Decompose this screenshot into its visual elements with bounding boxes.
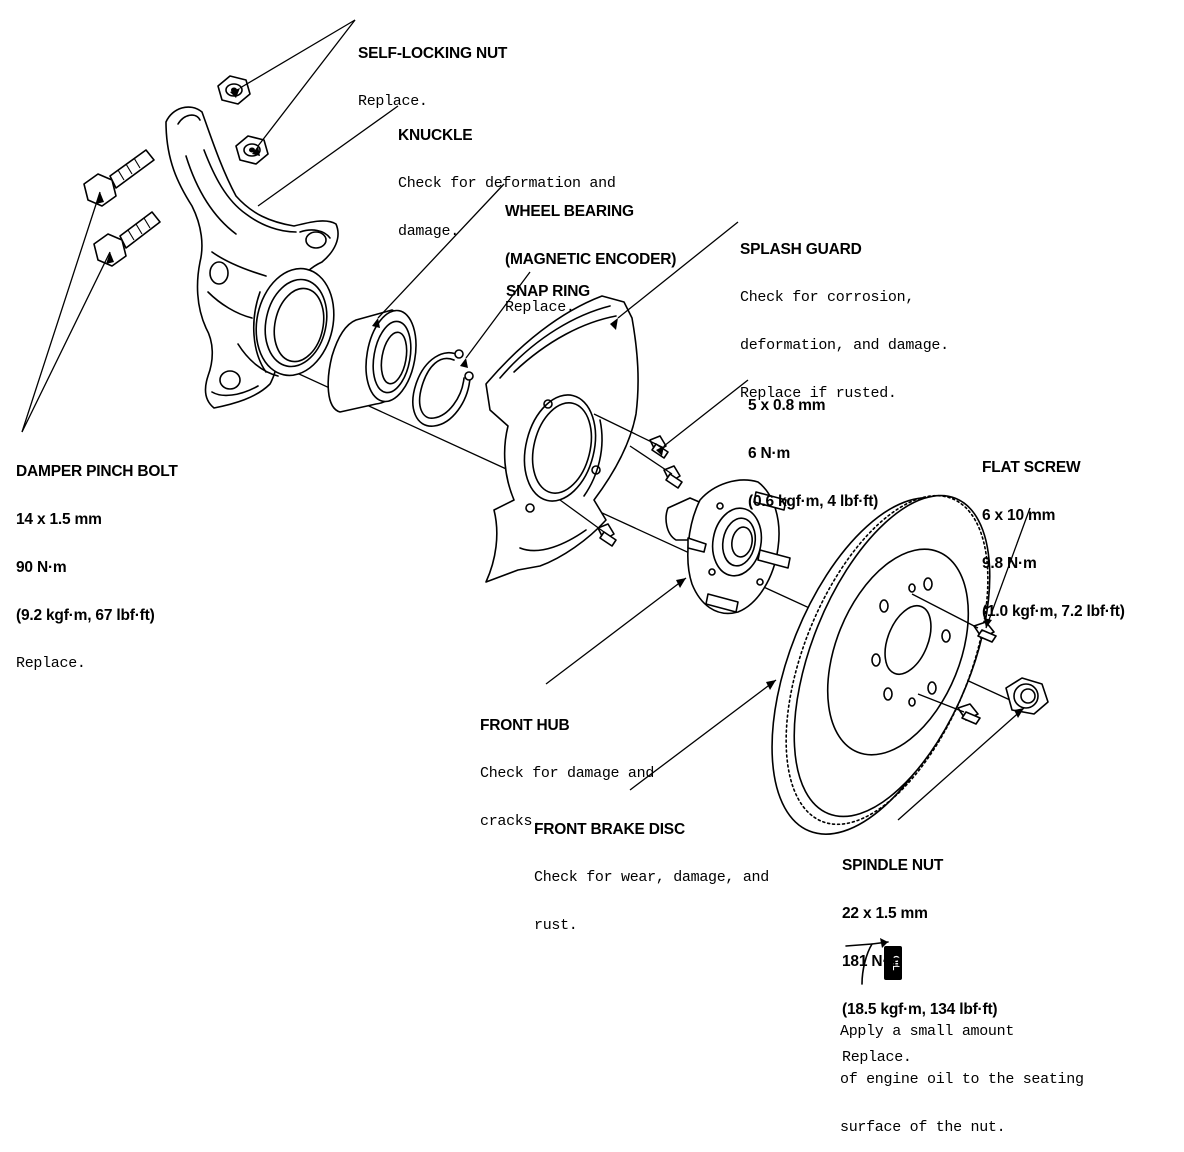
splash-guard-note-3: Replace if rusted. <box>740 385 897 402</box>
label-wheel-bearing: WHEEL BEARING (MAGNETIC ENCODER) Replace… <box>505 172 676 332</box>
knuckle-title: KNUCKLE <box>398 127 473 144</box>
flat-screw-spec-2: 9.8 N·m <box>982 555 1037 572</box>
self-locking-nut-note: Replace. <box>358 93 428 110</box>
oil-symbol-icon: OIL <box>845 938 902 985</box>
knuckle-part <box>165 106 339 409</box>
spindle-nut-part <box>1005 677 1049 715</box>
front-brake-disc-note-1: Check for wear, damage, and <box>534 869 769 886</box>
spindle-nut-spec-3: (18.5 kgf·m, 134 lbf·ft) <box>842 1001 998 1018</box>
front-hub-part <box>665 479 780 615</box>
flat-screw-upper <box>973 621 997 643</box>
front-brake-disc-note-2: rust. <box>534 917 578 934</box>
snap-ring-title: SNAP RING <box>506 283 591 300</box>
hub-stud-1 <box>753 491 787 511</box>
splash-guard-note-2: deformation, and damage. <box>740 337 949 354</box>
damper-pinch-bolt-spec-2: 90 N·m <box>16 559 67 576</box>
label-front-hub: FRONT HUB Check for damage and cracks. <box>480 686 654 846</box>
self-locking-nut-title: SELF-LOCKING NUT <box>358 45 508 62</box>
wheel-bearing-part <box>327 309 417 413</box>
flat-screw-title: FLAT SCREW <box>982 459 1081 476</box>
oil-tag: OIL <box>891 956 901 972</box>
wheel-bearing-title-1: WHEEL BEARING <box>505 203 634 220</box>
self-locking-nut-upper <box>217 75 251 105</box>
splash-guard-note-1: Check for corrosion, <box>740 289 915 306</box>
spindle-nut-spec-2: 181 N·m <box>842 953 901 970</box>
splash-guard-part <box>485 295 639 583</box>
wheel-bearing-note: Replace. <box>505 299 575 316</box>
hub-stud-3 <box>705 593 739 613</box>
label-front-brake-disc: FRONT BRAKE DISC Check for wear, damage,… <box>534 790 769 950</box>
damper-pinch-bolt-upper <box>83 149 155 207</box>
front-hub-note-1: Check for damage and <box>480 765 655 782</box>
damper-pinch-bolt-spec-3: (9.2 kgf·m, 67 lbf·ft) <box>16 607 155 624</box>
damper-pinch-bolt-note: Replace. <box>16 655 86 672</box>
hub-stud-4 <box>687 537 707 553</box>
hub-stud-2 <box>757 549 791 569</box>
splash-guard-title: SPLASH GUARD <box>740 241 862 258</box>
splash-guard-bolt-1 <box>649 435 669 459</box>
label-oil-note: Apply a small amount of engine oil to th… <box>840 992 1084 1152</box>
knuckle-note-1: Check for deformation and <box>398 175 616 192</box>
splash-guard-bolt-2 <box>663 465 683 489</box>
exploded-view-diagram: OIL SELF-LOCKING NUT Replace. KNUCKLE Ch… <box>16 14 1125 1136</box>
oil-note-line-1: Apply a small amount <box>840 1023 1015 1040</box>
splash-guard-bolt-spec-3: (0.6 kgf·m, 4 lbf·ft) <box>748 493 879 510</box>
splash-guard-bolt-spec-1: 5 x 0.8 mm <box>748 397 826 414</box>
damper-pinch-bolt-title: DAMPER PINCH BOLT <box>16 463 178 480</box>
snap-ring-part <box>412 349 474 427</box>
label-damper-pinch-bolt: DAMPER PINCH BOLT 14 x 1.5 mm 90 N·m (9.… <box>16 432 178 688</box>
label-knuckle: KNUCKLE Check for deformation and damage… <box>398 96 616 256</box>
flat-screw-spec-1: 6 x 10 mm <box>982 507 1056 524</box>
oil-note-line-3: surface of the nut. <box>840 1119 1006 1136</box>
damper-pinch-bolt-lower <box>93 211 161 267</box>
front-brake-disc-part <box>771 494 991 835</box>
knuckle-note-2: damage. <box>398 223 459 240</box>
label-snap-ring: SNAP RING <box>506 252 590 316</box>
front-hub-title: FRONT HUB <box>480 717 570 734</box>
label-flat-screw: FLAT SCREW 6 x 10 mm 9.8 N·m (1.0 kgf·m,… <box>982 428 1125 636</box>
front-hub-note-2: cracks. <box>480 813 541 830</box>
label-splash-guard-bolt: 5 x 0.8 mm 6 N·m (0.6 kgf·m, 4 lbf·ft) <box>748 366 878 526</box>
diagram-drawing: OIL <box>21 19 1049 985</box>
splash-guard-bolt-spec-2: 6 N·m <box>748 445 791 462</box>
label-self-locking-nut: SELF-LOCKING NUT Replace. <box>358 14 507 126</box>
label-splash-guard: SPLASH GUARD Check for corrosion, deform… <box>740 210 949 418</box>
oil-note-line-2: of engine oil to the seating <box>840 1071 1084 1088</box>
front-brake-disc-title: FRONT BRAKE DISC <box>534 821 685 838</box>
spindle-nut-title: SPINDLE NUT <box>842 857 944 874</box>
splash-guard-bolt-3 <box>597 523 617 547</box>
damper-pinch-bolt-spec-1: 14 x 1.5 mm <box>16 511 102 528</box>
leader-lines <box>21 19 1031 821</box>
wheel-bearing-title-2: (MAGNETIC ENCODER) <box>505 251 677 268</box>
flat-screw-spec-3: (1.0 kgf·m, 7.2 lbf·ft) <box>982 603 1125 620</box>
flat-screw-lower <box>957 703 981 725</box>
spindle-nut-spec-1: 22 x 1.5 mm <box>842 905 928 922</box>
